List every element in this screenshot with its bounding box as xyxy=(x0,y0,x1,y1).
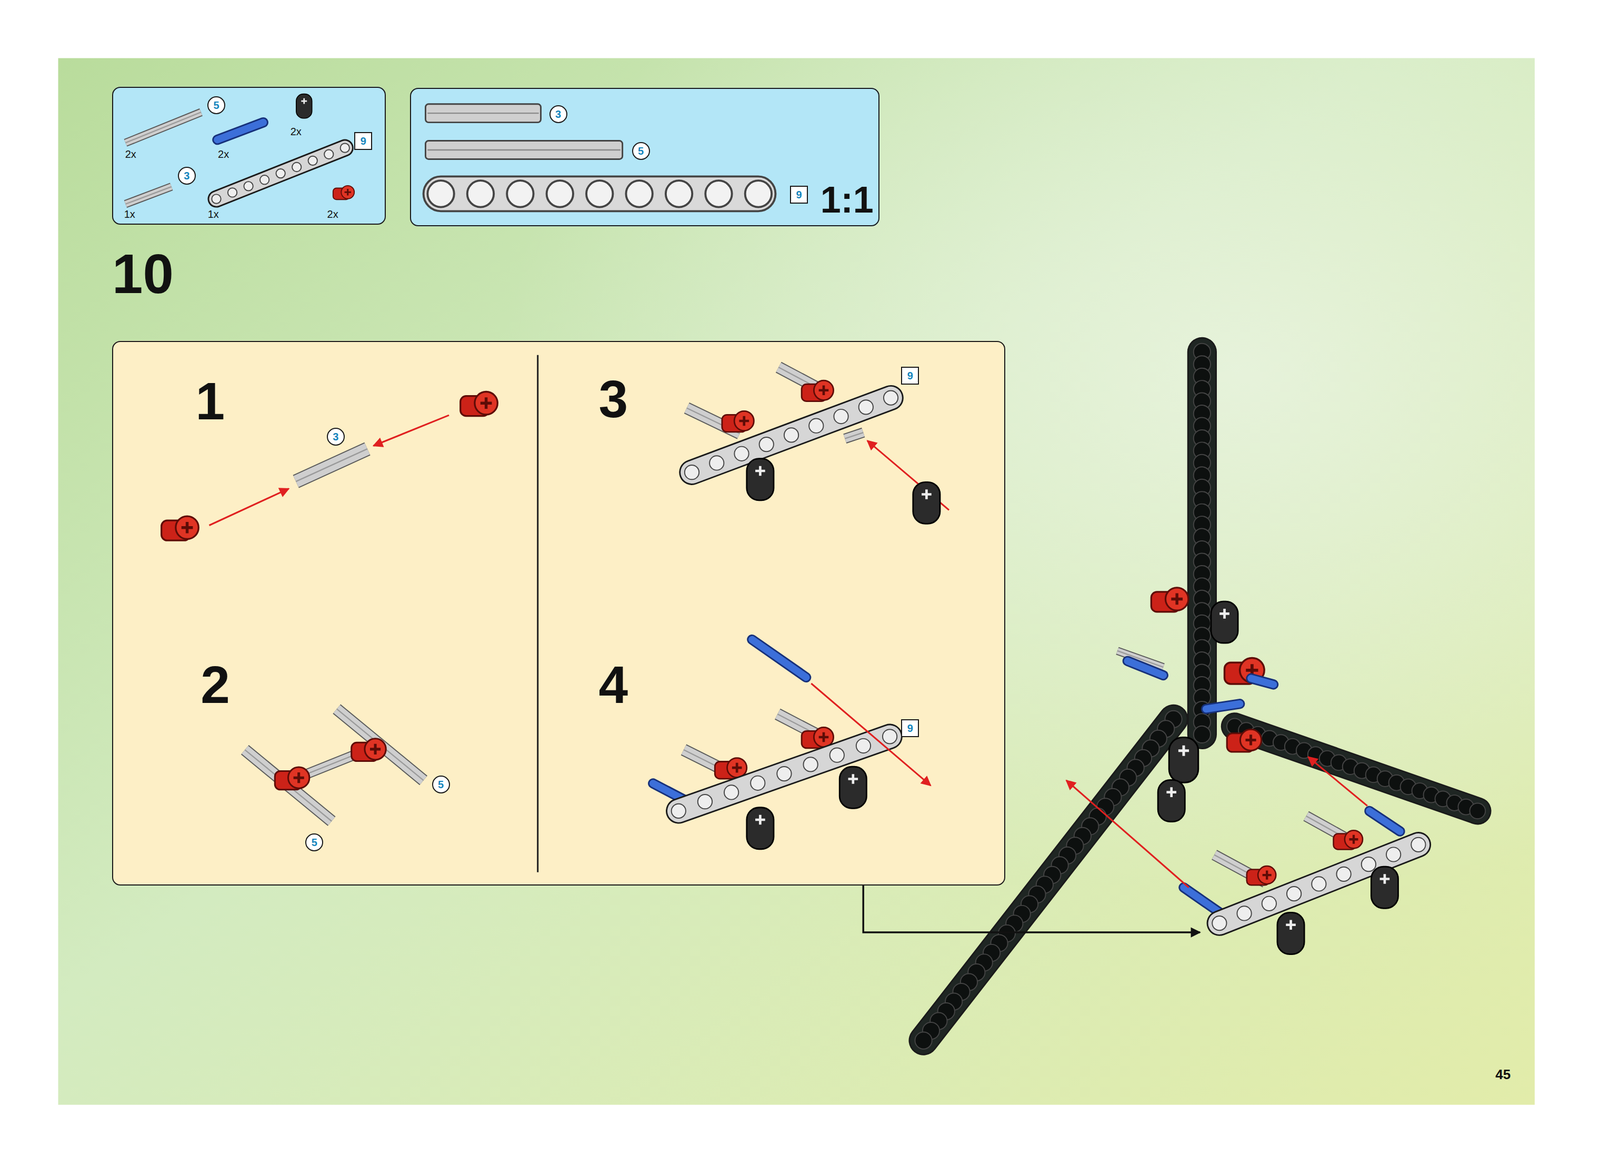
scale-label: 1:1 xyxy=(820,181,874,219)
step-number: 10 xyxy=(112,245,174,302)
box-fill xyxy=(112,341,1005,886)
callout-number: 5 xyxy=(637,145,644,157)
callout-number: 3 xyxy=(332,431,339,443)
callout-square: 9 xyxy=(789,185,809,205)
callout-square: 9 xyxy=(353,131,373,151)
substep-number: 2 xyxy=(200,658,230,712)
callout-circle: 3 xyxy=(548,104,568,124)
part-count: 2x xyxy=(290,126,302,137)
callout-circle: 5 xyxy=(304,833,324,853)
callout-number: 3 xyxy=(555,108,562,120)
scale-box: 1:1 3 5 9 xyxy=(410,87,880,227)
callout-circle: 5 xyxy=(631,141,651,161)
part-count: 1x xyxy=(207,208,219,220)
box-fill xyxy=(112,86,386,225)
ground-glow xyxy=(58,58,1535,1106)
part-count: 2x xyxy=(217,148,229,160)
callout-number: 3 xyxy=(183,170,190,182)
callout-circle: 3 xyxy=(177,166,197,186)
callout-circle: 3 xyxy=(326,427,346,447)
part-count: 2x xyxy=(327,208,339,220)
page-number: 45 xyxy=(1495,1067,1511,1082)
callout-number: 9 xyxy=(796,189,803,200)
callout-number: 9 xyxy=(907,723,914,734)
callout-number: 5 xyxy=(311,837,318,848)
callout-number: 5 xyxy=(213,100,220,111)
substep-number: 1 xyxy=(195,374,226,428)
callout-number: 9 xyxy=(907,370,914,382)
substep-number: 3 xyxy=(598,372,628,426)
substep-panel: 1 2 3 4 3 5 5 9 9 xyxy=(112,341,1005,886)
callout-circle: 5 xyxy=(431,775,451,795)
parts-list-box: 2x 2x 2x 1x 1x 2x 5 3 9 xyxy=(112,86,386,225)
callout-number: 5 xyxy=(437,779,444,790)
box-fill xyxy=(410,87,880,227)
parts-drawing xyxy=(125,94,1486,1050)
part-count: 1x xyxy=(124,208,136,220)
callout-circle: 5 xyxy=(206,95,226,115)
part-count: 2x xyxy=(125,148,137,160)
green-ground xyxy=(58,58,1535,1106)
callout-number: 9 xyxy=(360,135,367,147)
substep-number: 4 xyxy=(598,658,628,712)
callout-square: 9 xyxy=(900,366,920,386)
callout-square: 9 xyxy=(900,718,920,738)
